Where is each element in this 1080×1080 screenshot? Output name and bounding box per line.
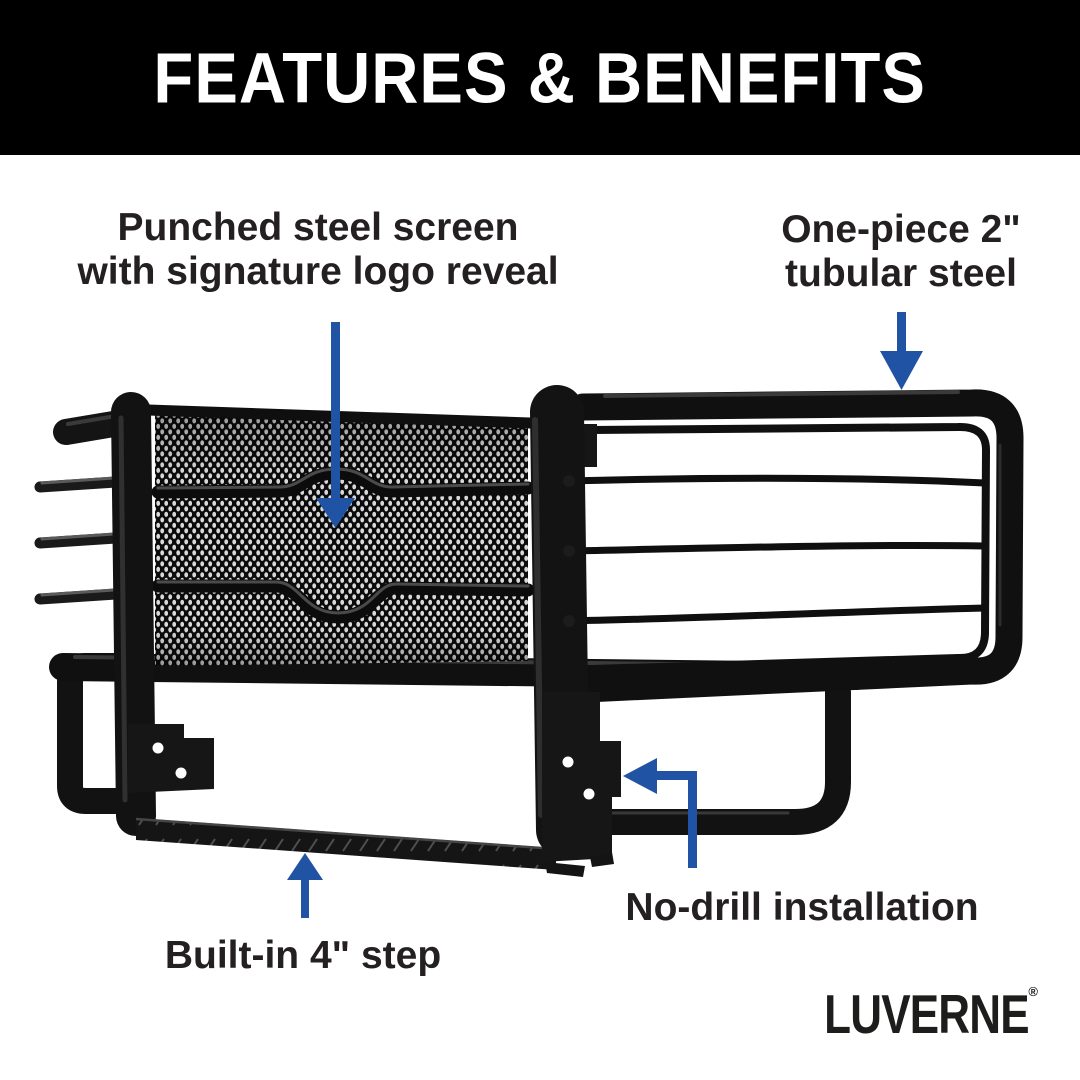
callout-no-drill-label: No-drill installation (625, 886, 979, 929)
grille-guard (34, 385, 1024, 877)
arrow-down-tubular-steel-icon (880, 312, 923, 390)
callout-step-label: Built-in 4" step (164, 934, 442, 977)
page-title: FEATURES & BENEFITS (153, 37, 927, 118)
punched-mesh-screen (155, 414, 528, 666)
callout-punched-screen-line2: with signature logo reveal (77, 249, 559, 293)
registered-trademark-icon: ® (1028, 984, 1038, 999)
header-bar: FEATURES & BENEFITS (0, 0, 1080, 155)
brush-bars (565, 474, 986, 625)
arrow-down-punched-screen-icon (316, 322, 355, 528)
headlight-guard-inner-frame (591, 422, 991, 673)
brand-logo: LUVERNE® (773, 982, 1038, 1046)
callout-tubular-steel: One-piece 2" tubular steel (781, 208, 1021, 295)
callout-arrows (287, 312, 923, 918)
callout-punched-screen: Punched steel screen with signature logo… (77, 206, 558, 293)
brand-wordmark: LUVERNE (823, 983, 1029, 1045)
no-drill-mounting-bracket (542, 692, 621, 877)
weld-nubs (563, 475, 575, 627)
step-bar (135, 817, 557, 870)
arrow-up-step-icon (287, 853, 323, 918)
tubular-steel-frame (569, 389, 1024, 703)
side-guard-bars (34, 408, 144, 605)
left-mounting-bracket (128, 724, 214, 793)
callout-tubular-steel-line2: tubular steel (785, 251, 1017, 295)
callout-punched-screen-line1: Punched steel screen (117, 206, 519, 249)
callout-no-drill: No-drill installation (625, 886, 978, 930)
callout-step: Built-in 4" step (165, 934, 441, 978)
arrow-left-no-drill-icon (623, 758, 697, 868)
callout-tubular-steel-line1: One-piece 2" (781, 208, 1021, 251)
